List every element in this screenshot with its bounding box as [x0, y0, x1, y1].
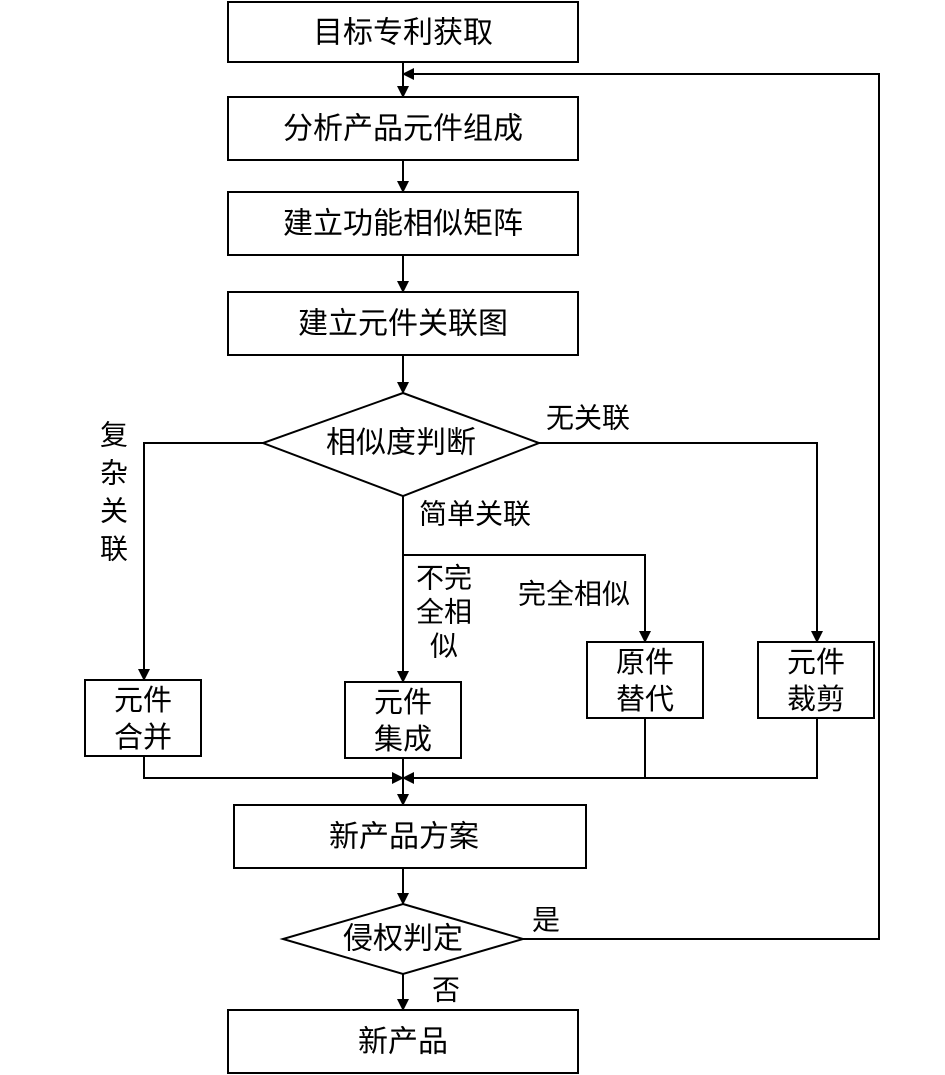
arrow-full-to-replace [403, 554, 651, 643]
node-new-product-label: 新产品 [358, 1025, 448, 1060]
edge-labels: 复 杂 关 联 无关联 简单关联 不完 全相 似 完全相似 是 否 [100, 402, 630, 1007]
node-acquire-patent: 目标专利获取 [227, 1, 579, 63]
node-integrate-line2: 集成 [374, 722, 432, 756]
node-merge-line2: 合并 [114, 720, 172, 754]
node-component-trim: 元件 裁剪 [757, 641, 875, 719]
node-analyze-components-label: 分析产品元件组成 [283, 112, 523, 147]
label-partial-3: 似 [430, 630, 458, 663]
label-complex-3: 关 [100, 495, 128, 528]
node-trim-line2: 裁剪 [787, 682, 845, 716]
label-simple-association: 简单关联 [419, 498, 531, 531]
node-acquire-patent-label: 目标专利获取 [313, 16, 493, 51]
label-partial-2: 全相 [416, 596, 472, 629]
node-replace-line2: 替代 [616, 682, 674, 716]
node-merge-line1: 元件 [114, 683, 172, 717]
node-component-merge: 元件 合并 [84, 679, 202, 757]
label-partial-1: 不完 [416, 562, 472, 595]
node-analyze-components: 分析产品元件组成 [227, 96, 579, 161]
node-new-scheme-label: 新产品方案 [329, 820, 479, 855]
node-integrate-line1: 元件 [374, 685, 432, 719]
node-original-replace: 原件 替代 [586, 641, 704, 719]
node-new-scheme: 新产品方案 [233, 804, 587, 869]
arrow-merge-join [143, 756, 404, 784]
node-component-integrate: 元件 集成 [344, 681, 462, 759]
arrow-none-to-trim [539, 442, 823, 643]
node-build-graph: 建立元件关联图 [227, 291, 579, 356]
node-new-product: 新产品 [227, 1009, 579, 1074]
label-no: 否 [432, 974, 460, 1007]
decision-infringement: 侵权判定 [279, 902, 527, 976]
connectors [138, 62, 880, 1011]
decision-similarity-label: 相似度判断 [326, 426, 476, 461]
arrow-yes-loop-back [402, 68, 880, 940]
label-fully-similar: 完全相似 [518, 578, 630, 611]
node-build-matrix-label: 建立功能相似矩阵 [283, 207, 523, 242]
node-replace-line1: 原件 [616, 645, 674, 679]
arrow-complex-to-merge [138, 442, 263, 681]
line-trim-join [645, 718, 818, 779]
node-build-matrix: 建立功能相似矩阵 [227, 191, 579, 256]
decision-infringement-label: 侵权判定 [343, 922, 463, 957]
label-yes: 是 [532, 904, 560, 937]
label-complex-1: 复 [100, 419, 128, 452]
label-complex-2: 杂 [100, 457, 128, 490]
label-no-association: 无关联 [546, 402, 630, 435]
node-trim-line1: 元件 [787, 645, 845, 679]
label-complex-4: 联 [100, 533, 128, 566]
decision-similarity: 相似度判断 [260, 391, 542, 498]
node-build-graph-label: 建立元件关联图 [298, 307, 508, 342]
